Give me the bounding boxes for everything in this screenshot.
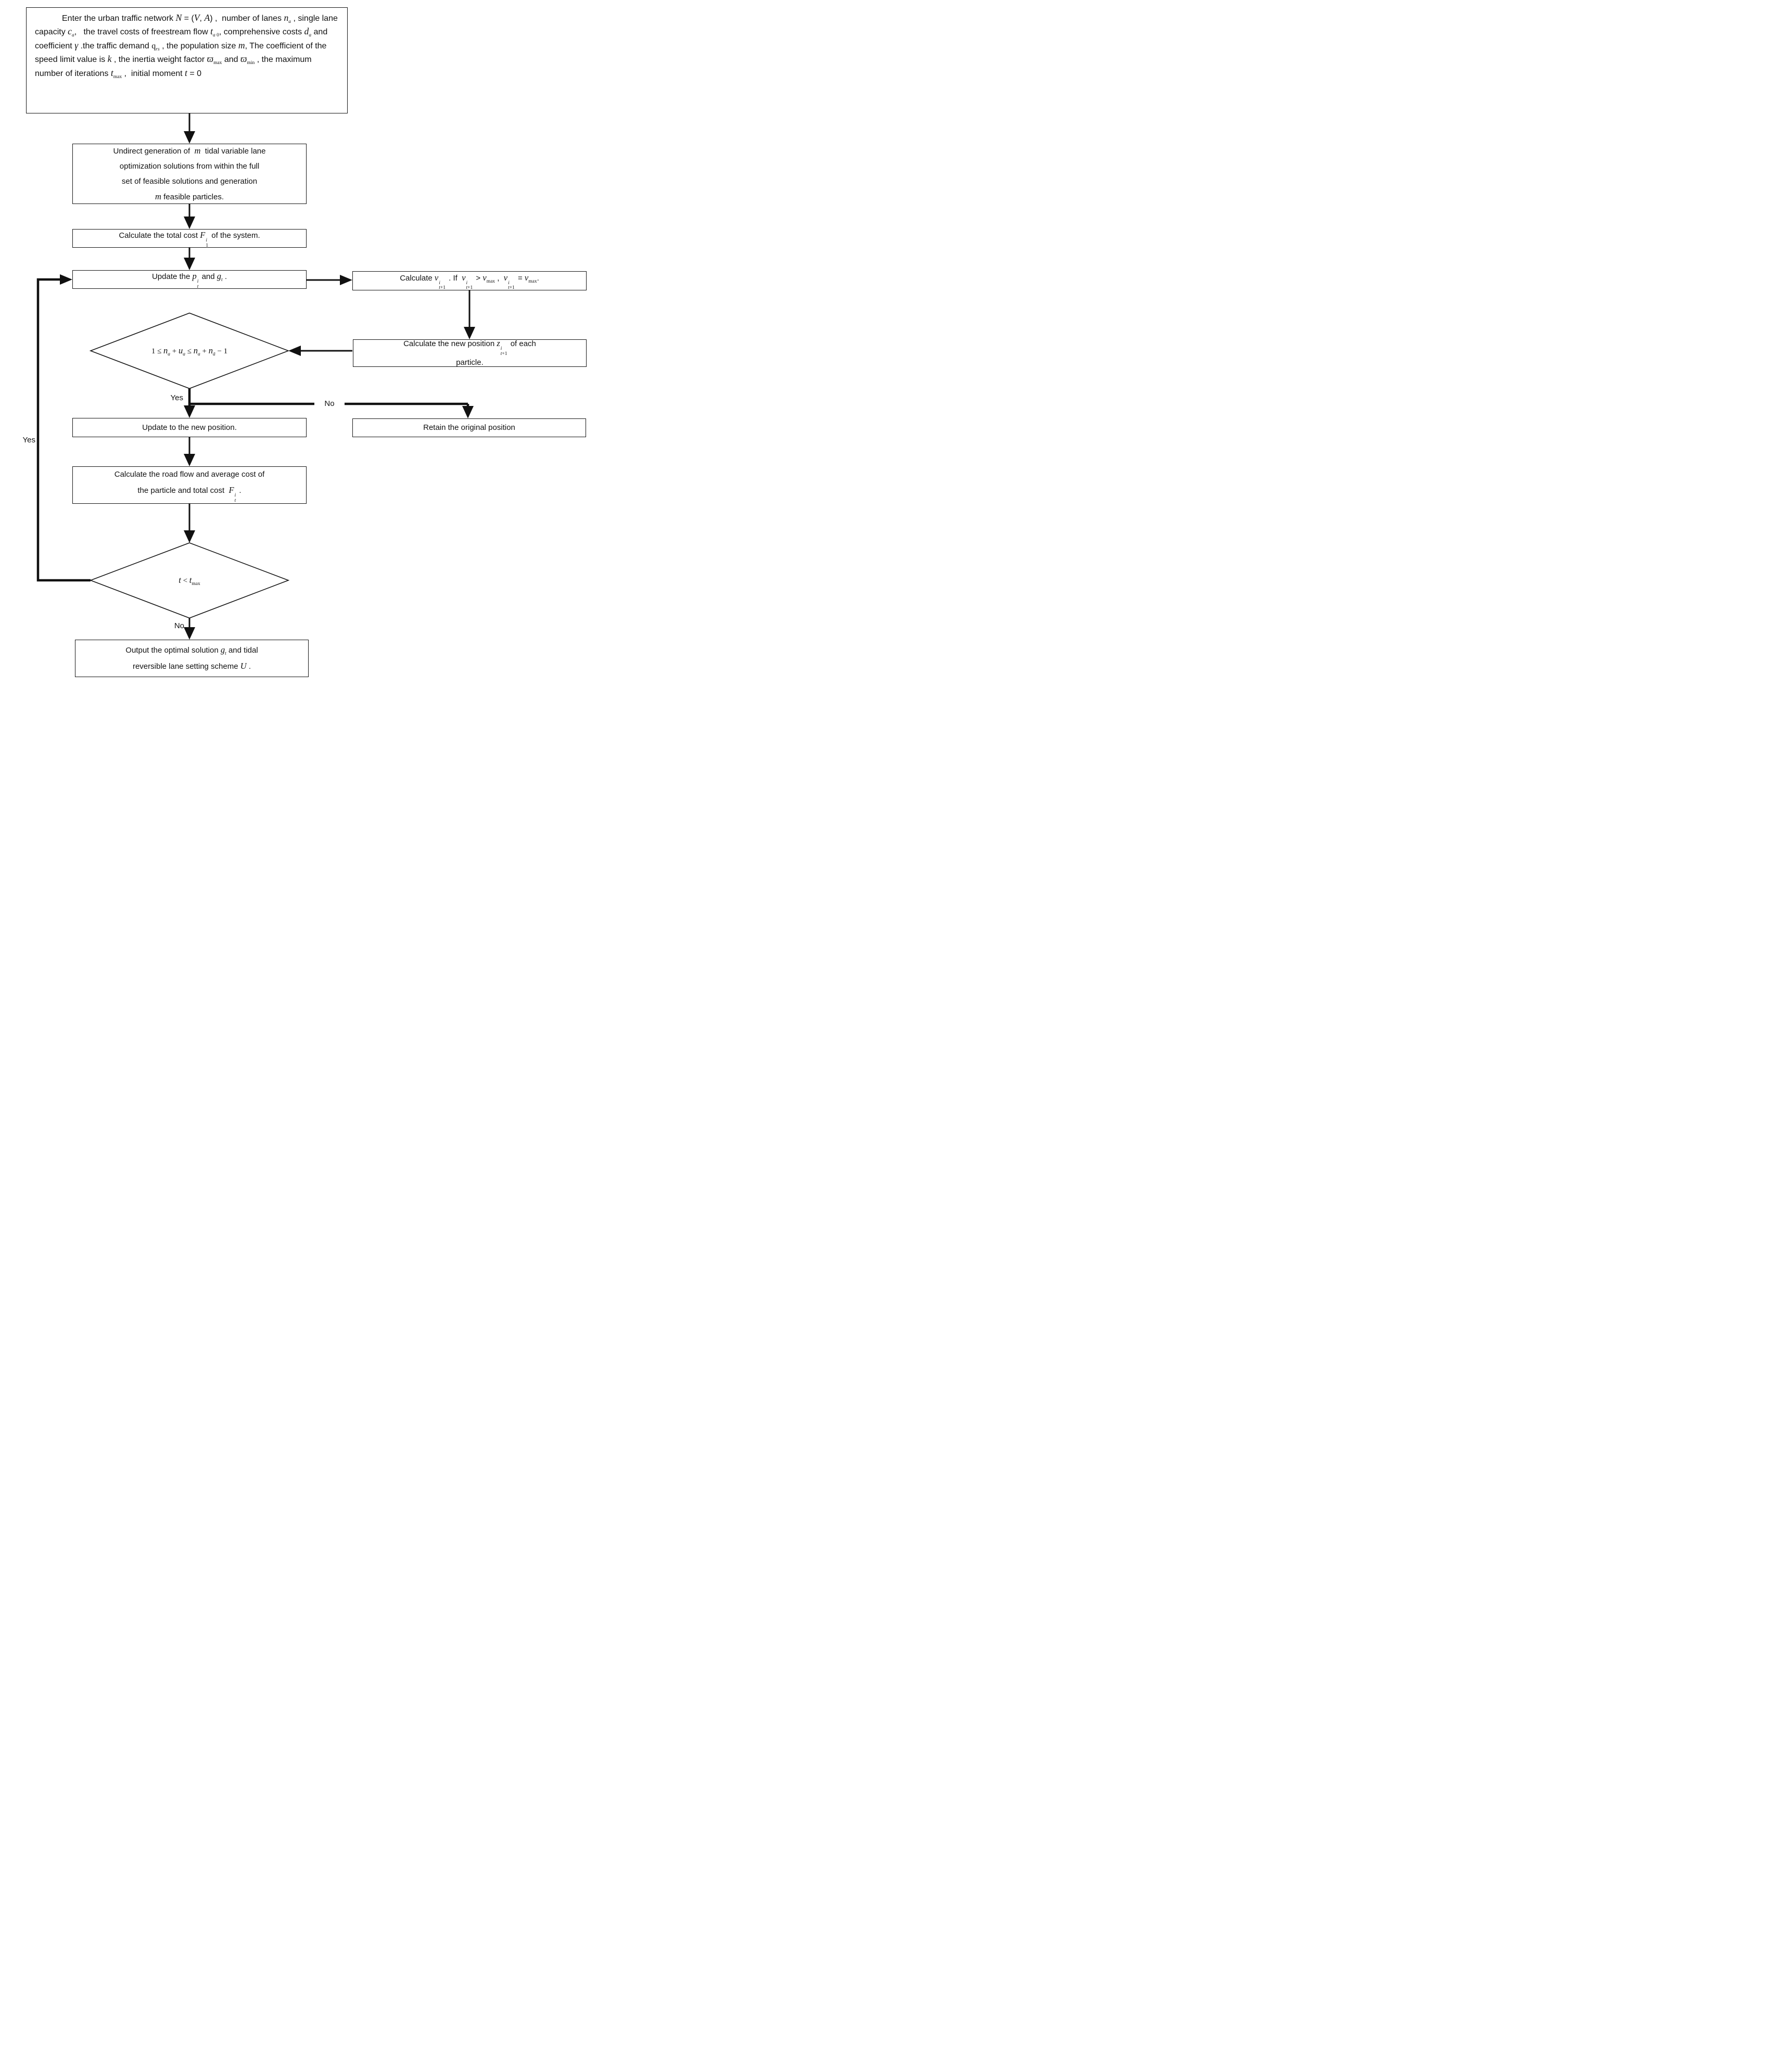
node-generate-particles: Undirect generation of m tidal variable … xyxy=(72,144,307,204)
node-retain-position-text: Retain the original position xyxy=(423,423,515,432)
decision-diamond-lanes xyxy=(89,312,290,389)
node-generate-text: Undirect generation of m tidal variable … xyxy=(113,146,266,201)
decision-iterations-text: t < tmax xyxy=(179,575,200,587)
node-start: Enter the urban traffic network N = (V, … xyxy=(26,7,348,113)
label-no-branch: No xyxy=(314,399,345,409)
node-start-text: Enter the urban traffic network N = (V, … xyxy=(35,12,338,80)
decision-lanes-text: 1 ≤ na + ua ≤ na + nā − 1 xyxy=(151,345,228,357)
node-update-position-text: Update to the new position. xyxy=(142,423,237,432)
decision-diamond-iterations xyxy=(89,542,290,619)
arrowhead xyxy=(184,454,195,466)
arrowhead xyxy=(184,217,195,229)
label-yes-loop: Yes xyxy=(22,436,35,444)
node-retain-position: Retain the original position xyxy=(352,418,586,437)
arrowhead xyxy=(60,274,72,285)
flow-connectors xyxy=(36,113,475,640)
wire-yes-loop xyxy=(36,278,91,582)
arrowhead xyxy=(184,131,195,144)
arrowhead xyxy=(184,530,195,543)
arrowhead xyxy=(462,406,474,418)
node-output-text: Output the optimal solution gt and tidal… xyxy=(125,645,258,671)
arrowhead xyxy=(184,258,195,270)
node-calc-flow-cost-text: Calculate the road flow and average cost… xyxy=(114,470,265,503)
arrowhead xyxy=(464,327,475,339)
arrowhead xyxy=(184,627,195,640)
arrowhead xyxy=(288,346,301,356)
flowchart-canvas: Enter the urban traffic network N = (V, … xyxy=(0,0,598,687)
node-update-position: Update to the new position. xyxy=(72,418,307,437)
arrowhead xyxy=(184,405,195,418)
arrowhead xyxy=(340,275,352,285)
node-output: Output the optimal solution gt and tidal… xyxy=(75,640,309,677)
label-no-exit: No xyxy=(174,621,184,630)
label-yes-branch: Yes xyxy=(170,393,183,402)
node-calc-flow-cost: Calculate the road flow and average cost… xyxy=(72,466,307,504)
